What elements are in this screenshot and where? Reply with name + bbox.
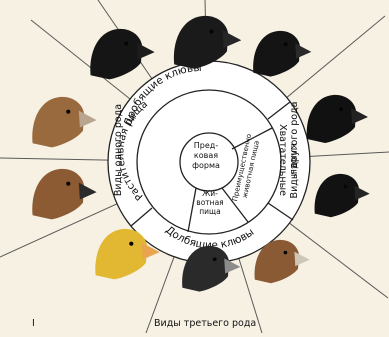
page-marker: I [32,318,35,329]
bird-beak [295,43,311,58]
center-label-line-2: ковая [194,151,218,160]
bird-head [315,174,359,217]
bird-head [90,29,142,79]
finch-tree-brown-high-head [32,169,96,219]
genus-one-label: Виды одного рода [113,104,124,196]
finch-cactus-large-head [307,95,368,143]
finch-cactus-small-head [315,174,370,217]
finch-large-ground-head [90,29,154,79]
finch-medium-ground-head [174,16,241,69]
bird-head [95,229,147,279]
bird-beak [79,111,97,128]
bird-head [253,31,300,77]
animal-food-label-line-3: пища [199,207,220,216]
finch-small-ground-head [253,31,311,77]
grasping-beaks-label-line-1: Хватательные [277,124,288,196]
bird-eye [213,257,217,261]
animal-food-label-line-1: Жи- [202,189,218,198]
bird-eye [66,110,70,114]
genus-another-label: Виды другого рода [289,102,300,199]
bird-eye [124,42,128,46]
bird-beak [79,183,97,200]
bird-beak [354,186,369,200]
bird-head [307,95,356,143]
bird-beak [294,252,309,266]
bird-eye [129,242,133,246]
finch-woodpecker-head [32,97,96,147]
bird-beak [223,30,242,48]
bird-head [174,16,228,69]
bird-eye [284,251,288,255]
bird-beak [351,108,368,124]
bird-head [32,97,84,147]
bird-eye [339,107,343,111]
bird-head [32,169,84,219]
bird-beak [137,43,155,60]
genus-third-label: Виды третьего рода [154,318,256,329]
center-label-line-3: форма [192,161,220,170]
center-label-line-1: Пред- [194,141,219,150]
bird-eye [66,182,70,186]
bird-eye [284,42,288,46]
bird-eye [209,29,213,33]
animal-food-label-line-2: вотная [196,198,223,207]
bird-eye [344,185,348,189]
